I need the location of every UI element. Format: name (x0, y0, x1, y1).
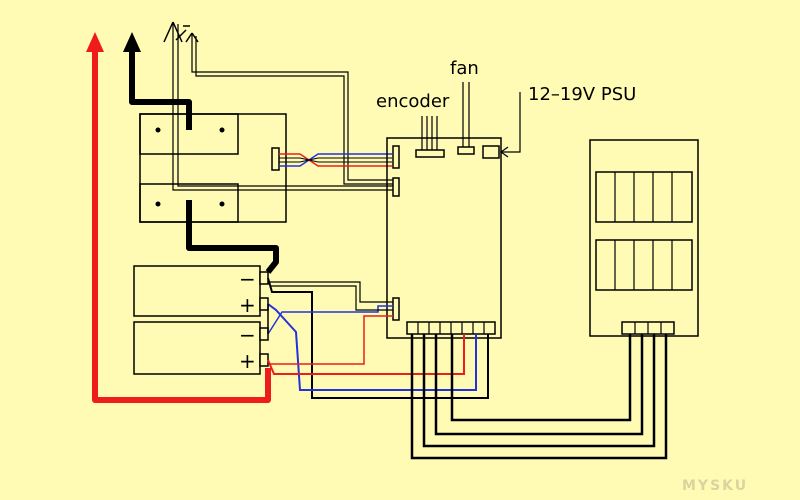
display-bus-wires (410, 334, 668, 460)
psu-pointer (499, 92, 521, 158)
red-arrow-head (86, 32, 104, 52)
fan-wires (462, 82, 470, 147)
encoder-label: encoder (376, 91, 450, 112)
main-board (386, 137, 502, 339)
switch-wire-right (191, 33, 393, 181)
battery-bottom-minus: − (239, 323, 256, 347)
switch-wire-right-2 (195, 36, 393, 185)
relay-blue-wire (279, 153, 392, 167)
relay-black-wire-1 (279, 157, 392, 163)
battery-top-minus: − (239, 267, 256, 291)
battery-thin-black-wire (267, 277, 489, 399)
battery-red-wire (267, 334, 465, 375)
fan-label: fan (450, 58, 479, 79)
battery-blue-wire (267, 303, 477, 391)
relay-red-wire (279, 153, 392, 167)
relay-module (139, 113, 287, 223)
battery-bottom-plus: + (239, 349, 256, 373)
battery-top-plus: + (239, 293, 256, 317)
switch-symbol (163, 21, 199, 43)
switch-wire-left-2 (177, 24, 393, 187)
battery-blue-wire-2 (267, 305, 393, 335)
black-thick-wire-top (129, 50, 192, 130)
black-thick-wire-bottom (186, 200, 279, 274)
black-arrow-head (123, 32, 141, 52)
battery-red-thin-wire (270, 315, 393, 365)
battery-black-thin-wire-2 (270, 281, 393, 303)
battery-black-thin-wire-3 (270, 285, 393, 311)
watermark: MYSKU (682, 478, 748, 494)
display-module (589, 139, 699, 337)
encoder-wires (421, 116, 438, 150)
psu-label: 12–19V PSU (528, 84, 636, 105)
switch-wire-left (172, 22, 393, 191)
relay-black-wire-2 (279, 157, 392, 163)
red-thick-wire (92, 50, 271, 403)
